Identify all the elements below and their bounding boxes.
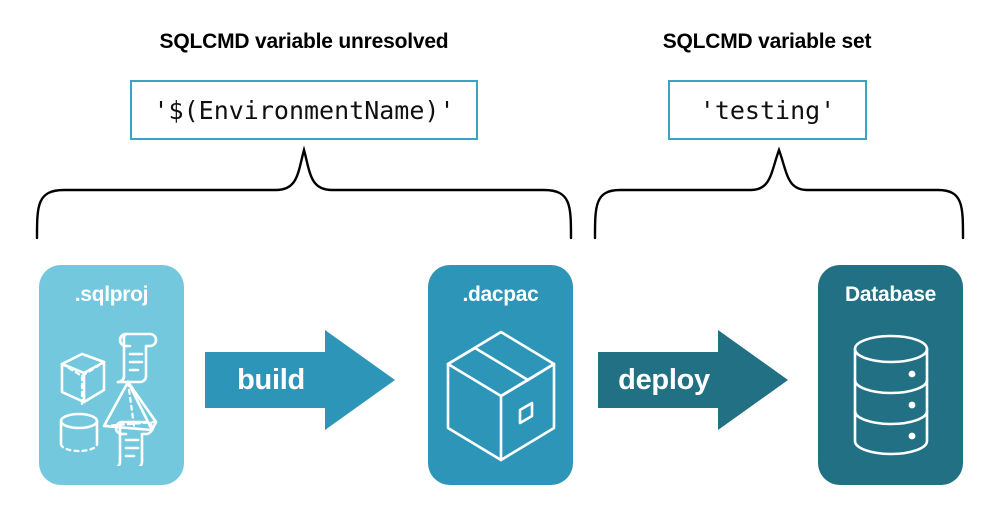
stage-label-database: Database — [845, 283, 936, 306]
package-box-icon — [428, 307, 573, 485]
stage-label-sqlproj: .sqlproj — [74, 283, 149, 306]
heading-sqlcmd-variable-set: SQLCMD variable set — [662, 30, 872, 53]
scroll-icon-top — [116, 332, 157, 384]
package-box-shape — [446, 330, 555, 462]
arrow-deploy: deploy — [598, 330, 788, 430]
arrow-build: build — [205, 330, 395, 430]
stage-box-sqlproj: .sqlproj — [39, 265, 184, 485]
stage-box-dacpac: .dacpac — [428, 265, 573, 485]
cylinder-icon — [59, 412, 98, 453]
stage-box-database: Database — [818, 265, 963, 485]
code-box-environment-name: '$(EnvironmentName)' — [130, 80, 478, 140]
brace-left-icon — [30, 148, 578, 240]
pyramid-icon — [102, 380, 157, 432]
brace-right-icon — [588, 148, 970, 240]
arrow-deploy-shape — [598, 330, 788, 430]
arrow-build-shape — [205, 330, 395, 430]
code-box-testing: 'testing' — [668, 80, 867, 140]
database-cylinder-icon — [818, 307, 963, 485]
database-cylinder-shape — [853, 334, 928, 455]
sql-project-shapes-icon — [39, 307, 184, 485]
cube-icon — [60, 352, 105, 406]
scroll-icon-bottom — [114, 420, 153, 466]
stage-label-dacpac: .dacpac — [462, 283, 539, 306]
heading-sqlcmd-variable-unresolved: SQLCMD variable unresolved — [159, 30, 449, 53]
